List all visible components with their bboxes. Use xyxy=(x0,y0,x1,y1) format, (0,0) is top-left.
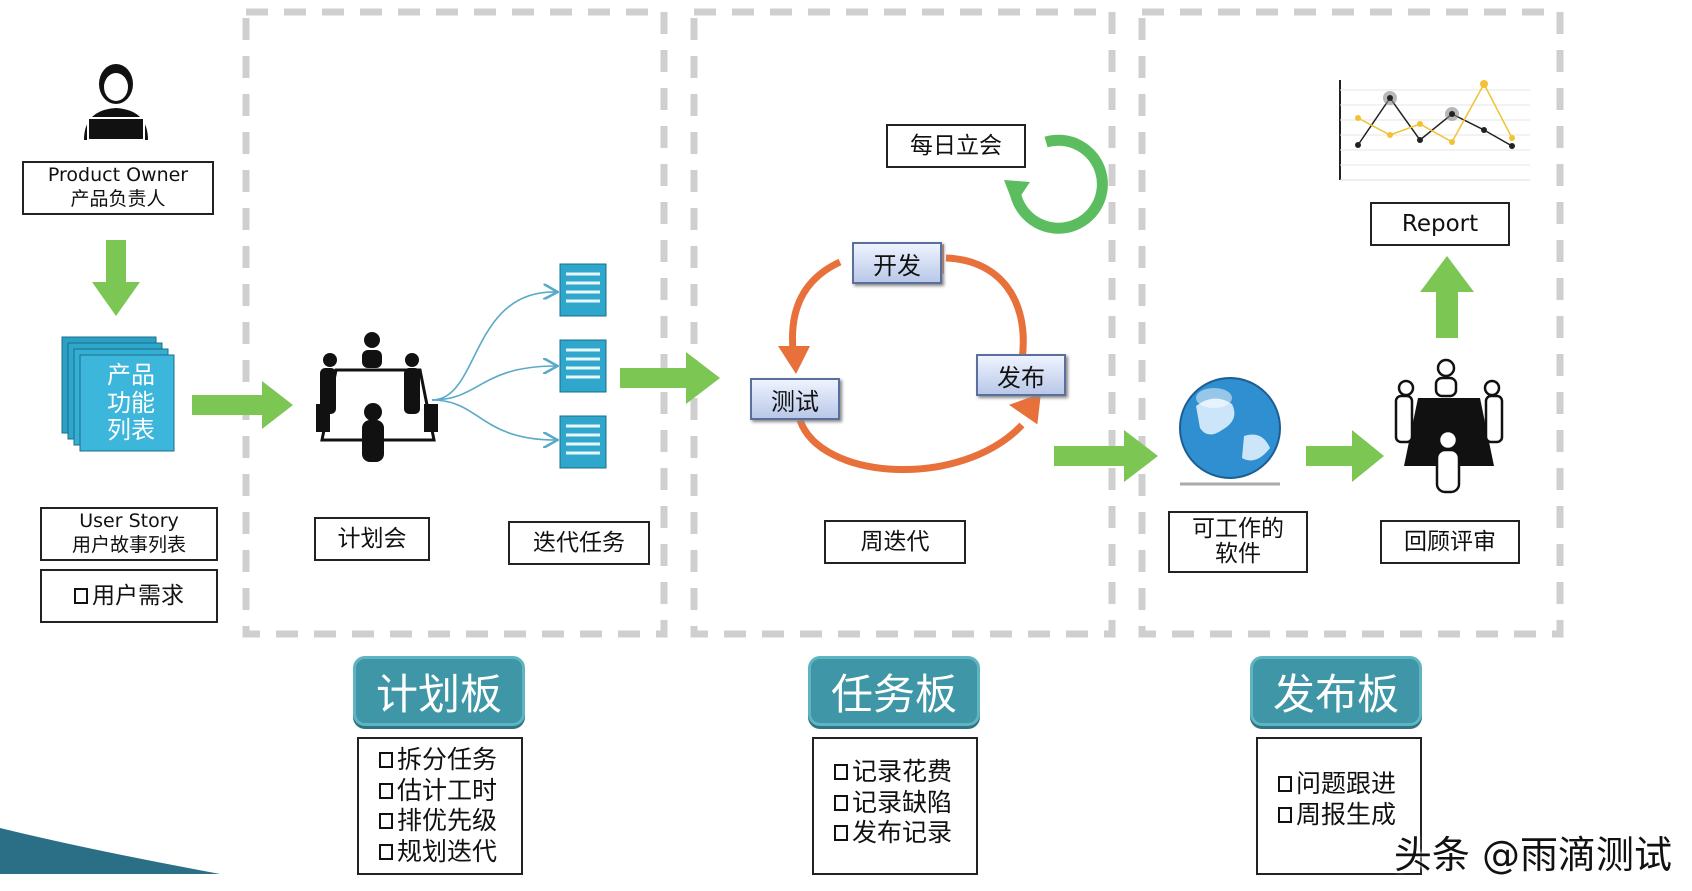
plan-board-title: 计划板 xyxy=(353,656,525,726)
meeting-table-icon xyxy=(316,332,438,462)
daily-standup-cycle-icon xyxy=(1004,134,1108,234)
weekly-iteration-label: 周迭代 xyxy=(824,520,966,564)
checklist-item: 周报生成 xyxy=(1278,800,1420,831)
task-doc-icon xyxy=(559,415,607,469)
checklist-item: 估计工时 xyxy=(379,776,521,807)
report-chart-icon xyxy=(1339,80,1530,181)
checklist-item: 记录缺陷 xyxy=(834,788,976,819)
corner-swoosh xyxy=(0,828,220,874)
down-arrow-icon xyxy=(92,240,140,316)
checkbox-icon xyxy=(834,794,848,811)
product-owner-person-icon xyxy=(84,64,148,141)
globe-icon xyxy=(1179,377,1281,486)
checkbox-icon xyxy=(379,752,393,769)
checklist-item: 拆分任务 xyxy=(379,745,521,776)
checklist-item: 排优先级 xyxy=(379,806,521,837)
checkbox-icon xyxy=(379,782,393,799)
report-label: Report xyxy=(1370,202,1510,246)
review-meeting-icon xyxy=(1394,358,1504,494)
checkbox-icon xyxy=(1278,806,1292,823)
right-arrow-icon xyxy=(1306,430,1384,482)
release-board-title: 发布板 xyxy=(1250,656,1422,726)
checkbox-icon xyxy=(379,813,393,830)
checkbox-icon xyxy=(834,825,848,842)
working-software-label: 可工作的 软件 xyxy=(1168,511,1308,573)
checklist-item: 发布记录 xyxy=(834,818,976,849)
iteration-tasks-label: 迭代任务 xyxy=(508,521,650,565)
task-doc-icon xyxy=(559,339,607,393)
checkbox-icon xyxy=(834,764,848,781)
task-branch-arrows xyxy=(431,292,556,440)
phase-frame-plan xyxy=(242,8,668,638)
checkbox-icon xyxy=(74,588,88,604)
plan-board-checklist: 拆分任务 估计工时 排优先级 规划迭代 xyxy=(357,737,523,875)
task-doc-icon xyxy=(559,263,607,317)
checkbox-icon xyxy=(1278,776,1292,793)
planning-meeting-label: 计划会 xyxy=(314,517,430,561)
right-arrow-icon xyxy=(620,352,720,404)
cycle-test-node: 测试 xyxy=(750,378,840,420)
backlog-stack-icon xyxy=(61,336,175,452)
daily-standup-label: 每日立会 xyxy=(886,124,1026,168)
user-story-label: User Story 用户故事列表 xyxy=(40,507,218,561)
review-label: 回顾评审 xyxy=(1380,520,1520,564)
checklist-item: 记录花费 xyxy=(834,757,976,788)
right-arrow-icon xyxy=(192,381,293,429)
watermark: 头条 @雨滴测试 xyxy=(1393,833,1672,877)
up-arrow-icon xyxy=(1420,256,1474,338)
checklist-item: 规划迭代 xyxy=(379,837,521,868)
release-board-checklist: 问题跟进 周报生成 xyxy=(1256,737,1422,875)
checklist-item: 问题跟进 xyxy=(1278,769,1420,800)
product-owner-label: Product Owner 产品负责人 xyxy=(22,161,214,215)
cycle-develop-node: 开发 xyxy=(852,242,942,284)
checkbox-icon xyxy=(379,843,393,860)
right-arrow-icon xyxy=(1054,430,1158,482)
backlog-stack-label: 产品 功能 列表 xyxy=(107,361,155,445)
phase-frame-release xyxy=(1138,8,1564,638)
task-board-checklist: 记录花费 记录缺陷 发布记录 xyxy=(812,737,978,875)
phase-frame-task xyxy=(690,8,1116,638)
cycle-release-node: 发布 xyxy=(976,354,1066,396)
user-needs-label: 用户需求 xyxy=(40,569,218,623)
task-board-title: 任务板 xyxy=(808,656,980,726)
